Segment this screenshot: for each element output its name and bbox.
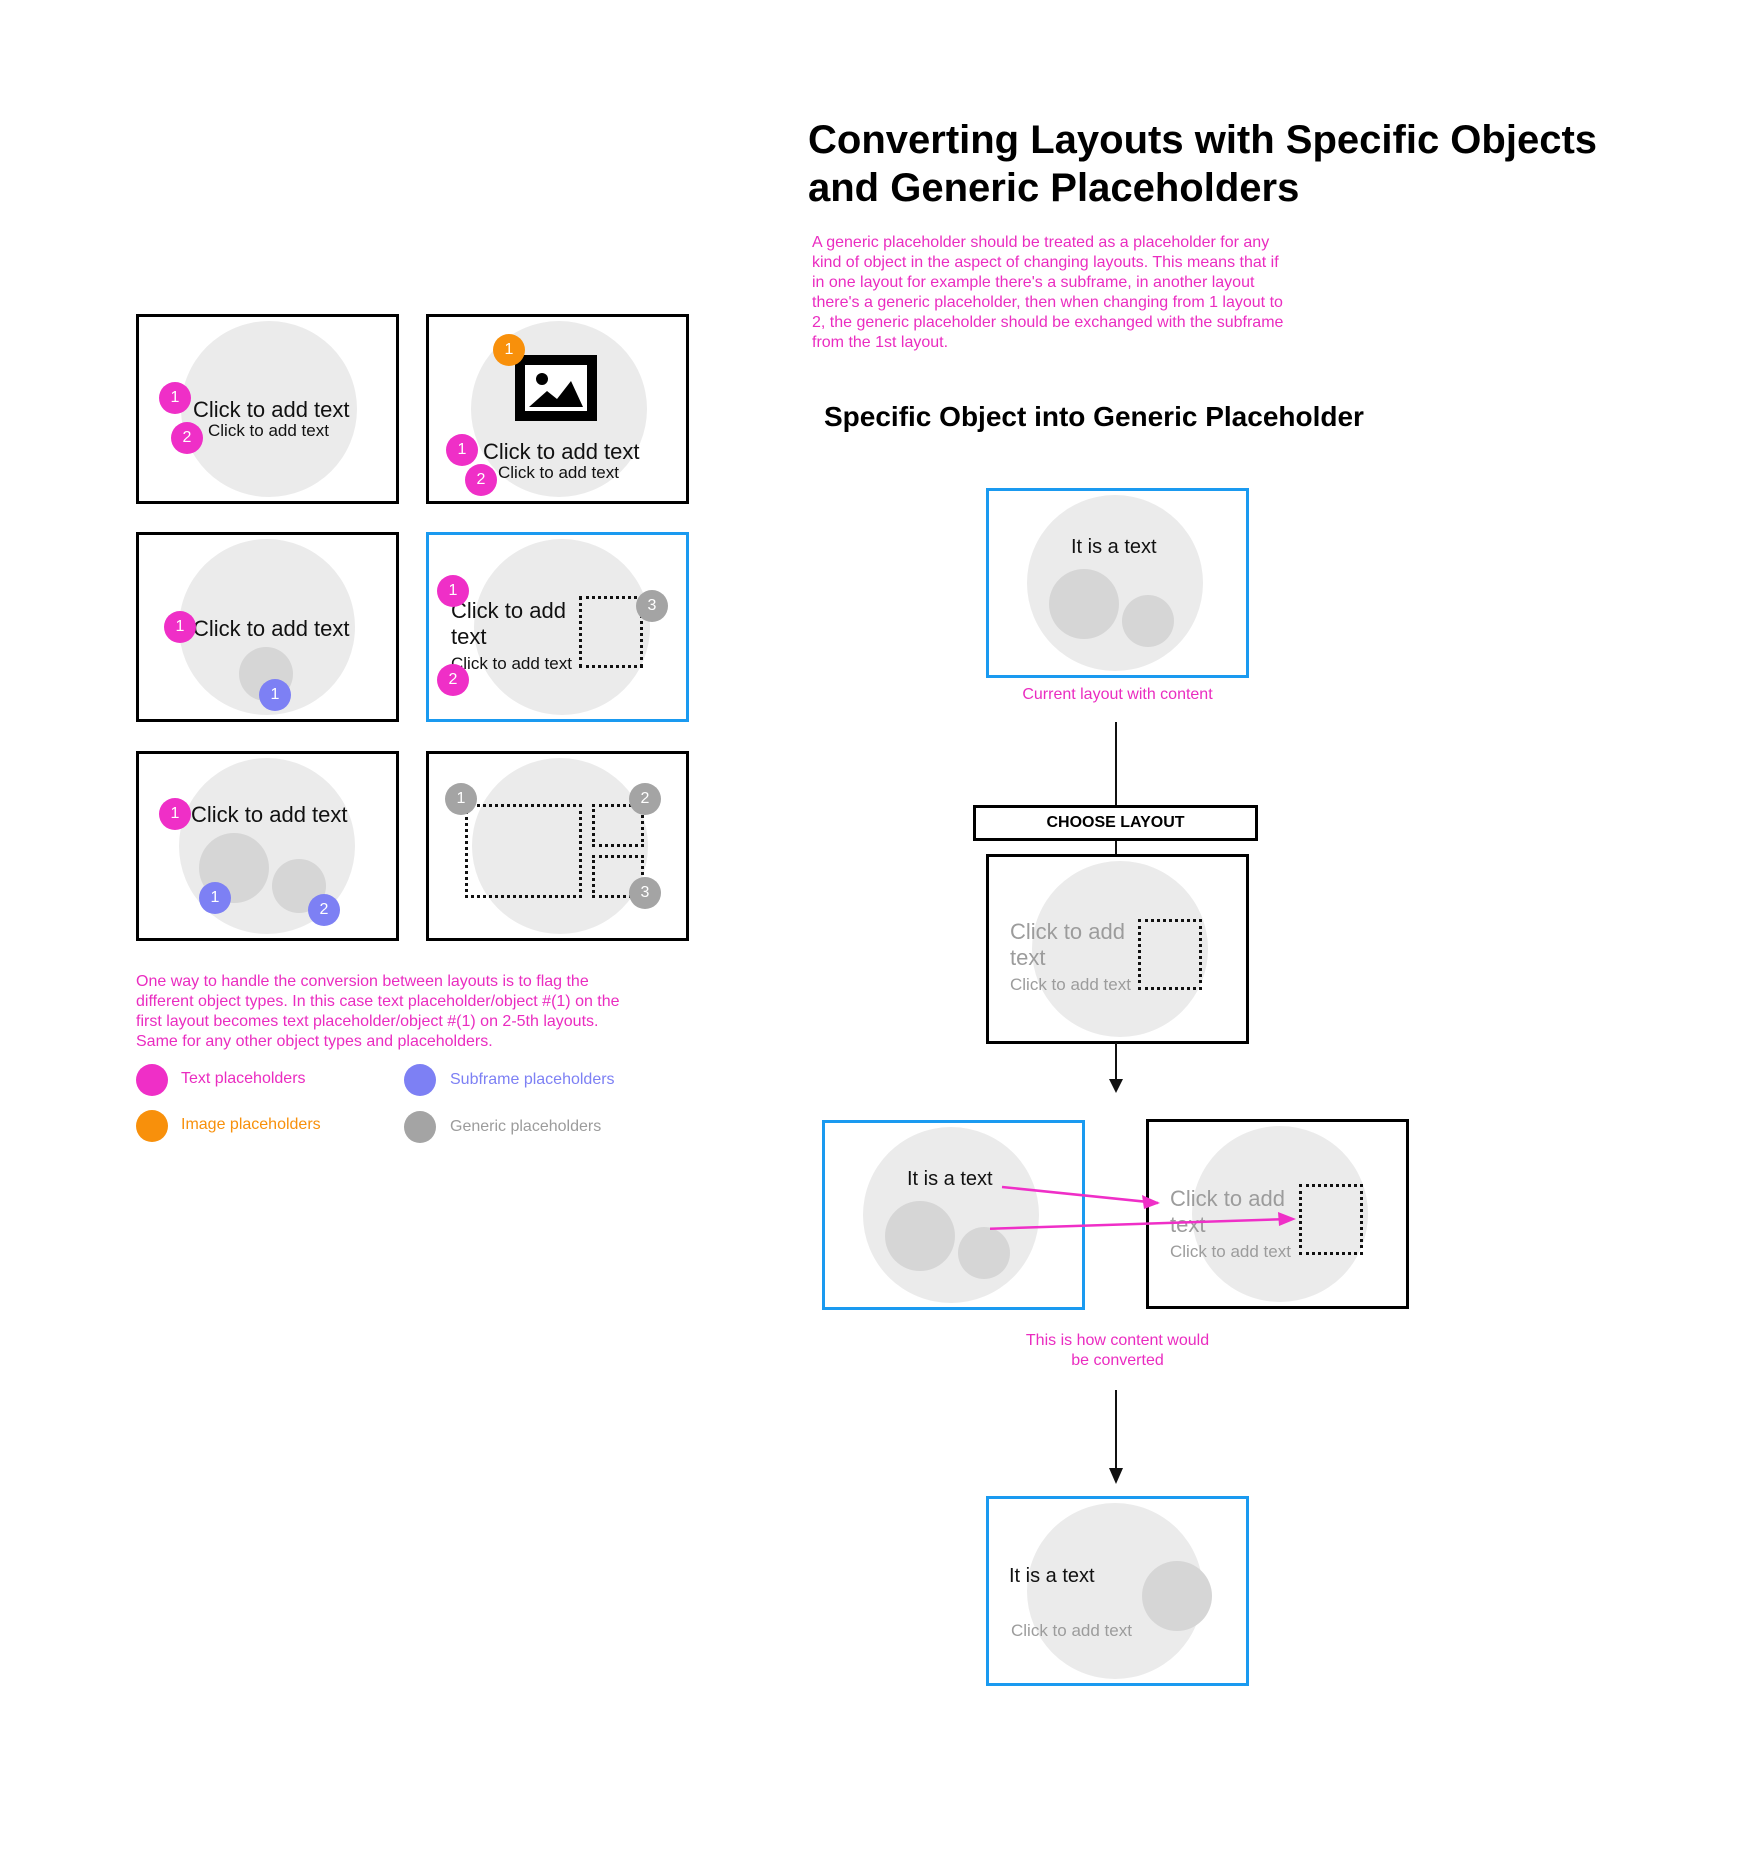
text-placeholder-2[interactable]: Click to add text	[208, 421, 329, 440]
legend-generic-label: Generic placeholders	[450, 1118, 602, 1135]
generic-placeholder[interactable]	[1138, 919, 1202, 990]
text-badge-1: 1	[164, 611, 196, 643]
title-line-1: Converting Layouts with Specific Objects	[808, 118, 1598, 162]
generic-placeholder-3[interactable]	[592, 855, 644, 898]
text-line-2: text	[1170, 1212, 1206, 1237]
subframe-badge-1: 1	[259, 679, 291, 711]
generic-placeholder-1[interactable]	[465, 804, 582, 898]
text-placeholder-1[interactable]: Click to add text	[1010, 919, 1125, 971]
arrowhead-icon	[1142, 1195, 1160, 1209]
text-placeholder-1[interactable]: Click to add text	[193, 397, 350, 422]
note-text: One way to handle the conversion between…	[136, 973, 620, 1050]
image-placeholder-icon[interactable]	[515, 355, 597, 421]
text-placeholder-2[interactable]: Click to add text	[498, 463, 619, 482]
text-placeholder-2[interactable]: Click to add text	[1010, 975, 1131, 994]
generic-placeholder[interactable]	[1299, 1184, 1363, 1255]
text-placeholder-1[interactable]: Click to add text	[451, 598, 566, 650]
text-line-2: text	[1010, 945, 1046, 970]
text-badge-1: 1	[437, 575, 469, 607]
legend-generic-dot	[404, 1111, 436, 1143]
arrow-down-icon	[1109, 1043, 1123, 1093]
layout-2[interactable]: Click to add text Click to add text 1 1 …	[426, 314, 689, 504]
layout-1[interactable]: Click to add text Click to add text 1 2	[136, 314, 399, 504]
content-text[interactable]: It is a text	[1071, 536, 1157, 558]
text-mapping-arrow	[1001, 1185, 1159, 1205]
generic-placeholder-2[interactable]	[592, 804, 644, 847]
text-badge-2: 2	[171, 422, 203, 454]
caption-line-2: be converted	[1071, 1352, 1164, 1369]
page-title: Converting Layouts with Specific Objects…	[808, 116, 1597, 212]
result-layout[interactable]: It is a text Click to add text	[986, 1496, 1249, 1686]
caption-current: Current layout with content	[1022, 686, 1213, 703]
legend-subframe-label: Subframe placeholders	[450, 1071, 615, 1088]
generic-badge-1: 1	[445, 783, 477, 815]
text-badge-1: 1	[446, 434, 478, 466]
text-line-1: Click to add	[451, 598, 566, 623]
legend-text-dot	[136, 1064, 168, 1096]
content-text[interactable]: It is a text	[1009, 1565, 1095, 1587]
layout-3[interactable]: Click to add text 1 1	[136, 532, 399, 722]
text-placeholder-2[interactable]: Click to add text	[1011, 1621, 1132, 1640]
subframe-content-1[interactable]	[885, 1201, 955, 1271]
text-placeholder-2[interactable]: Click to add text	[451, 654, 572, 673]
title-line-2: and Generic Placeholders	[808, 166, 1300, 210]
legend-image-dot	[136, 1110, 168, 1142]
arrow-down-icon	[1109, 1390, 1123, 1484]
chosen-layout[interactable]: Click to add text Click to add text	[986, 854, 1249, 1044]
slide-disc	[474, 539, 650, 715]
subframe-badge-2: 2	[308, 894, 340, 926]
image-badge-1: 1	[493, 334, 525, 366]
slide-disc	[1027, 495, 1203, 671]
text-placeholder-1[interactable]: Click to add text	[483, 439, 640, 464]
subframe-content-2[interactable]	[1122, 595, 1174, 647]
text-badge-1: 1	[159, 798, 191, 830]
text-line-1: Click to add	[1010, 919, 1125, 944]
subframe-content-1[interactable]	[1049, 569, 1119, 639]
generic-badge-2: 2	[629, 783, 661, 815]
choose-layout-button[interactable]: CHOOSE LAYOUT	[973, 805, 1258, 841]
slide-disc	[181, 321, 357, 497]
legend-subframe-dot	[404, 1064, 436, 1096]
text-placeholder-1[interactable]: Click to add text	[193, 616, 350, 641]
arrowhead-icon	[1278, 1212, 1296, 1226]
text-line-1: Click to add	[1170, 1186, 1285, 1211]
layout-6[interactable]: 1 2 3	[426, 751, 689, 941]
intro-text: A generic placeholder should be treated …	[812, 234, 1284, 351]
text-placeholder-1[interactable]: Click to add text	[1170, 1186, 1285, 1238]
target-layout[interactable]: Click to add text Click to add text	[1146, 1119, 1409, 1309]
connector-line	[1115, 722, 1117, 806]
caption-line-1: This is how content would	[1025, 1332, 1210, 1349]
source-layout[interactable]: It is a text	[822, 1120, 1085, 1310]
slide-disc	[1032, 861, 1208, 1037]
layout-4[interactable]: Click to add text Click to add text 1 2 …	[426, 532, 689, 722]
text-line-2: text	[451, 624, 487, 649]
section-title: Specific Object into Generic Placeholder	[824, 401, 1364, 432]
subframe-mapping-arrow	[990, 1217, 1291, 1231]
legend-image-label: Image placeholders	[181, 1116, 321, 1133]
text-placeholder-2[interactable]: Click to add text	[1170, 1242, 1291, 1261]
generic-badge-3: 3	[629, 877, 661, 909]
subframe-content[interactable]	[1142, 1561, 1212, 1631]
current-layout[interactable]: It is a text	[986, 488, 1249, 678]
text-badge-1: 1	[159, 382, 191, 414]
connector-line	[1115, 841, 1117, 855]
generic-badge-3: 3	[636, 590, 668, 622]
generic-placeholder-3[interactable]	[579, 596, 643, 668]
text-placeholder-1[interactable]: Click to add text	[191, 802, 348, 827]
mapping-arrows	[990, 1185, 1296, 1231]
layout-5[interactable]: Click to add text 1 1 2	[136, 751, 399, 941]
legend-text-label: Text placeholders	[181, 1070, 306, 1087]
caption-converted: This is how content would be converted	[986, 1331, 1249, 1371]
text-badge-2: 2	[465, 464, 497, 496]
text-badge-2: 2	[437, 664, 469, 696]
subframe-content-2[interactable]	[958, 1227, 1010, 1279]
content-text[interactable]: It is a text	[907, 1168, 993, 1190]
subframe-badge-1: 1	[199, 882, 231, 914]
